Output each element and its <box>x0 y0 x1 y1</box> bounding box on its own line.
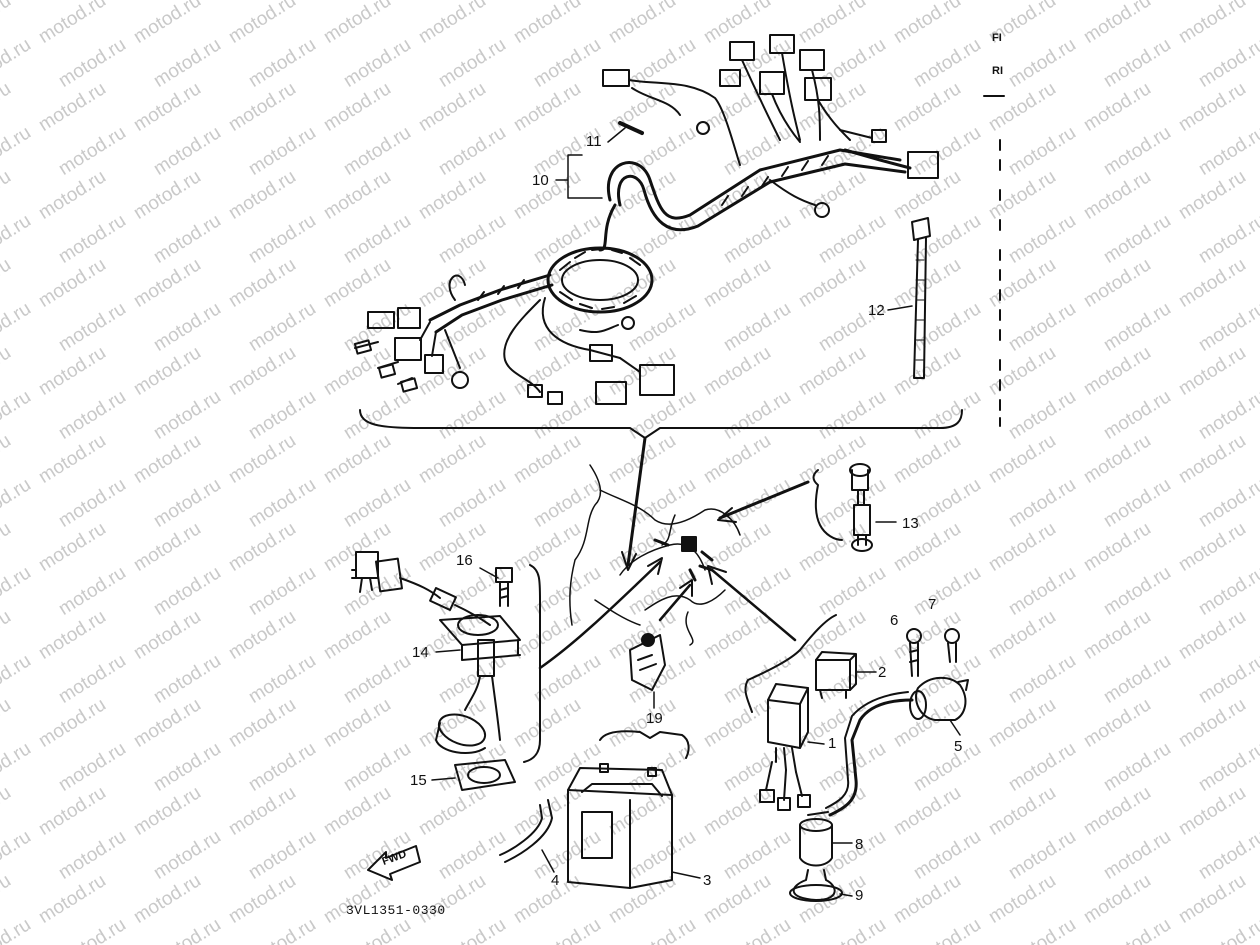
callout-4: 4 <box>551 872 560 889</box>
fuel-sender <box>351 551 521 755</box>
callout-12: 12 <box>868 302 885 319</box>
fwd-arrow <box>367 845 421 881</box>
leader-19 <box>658 583 692 622</box>
gasket-15 <box>431 759 516 791</box>
plug-cover <box>789 869 853 902</box>
callout-6: 6 <box>890 612 899 629</box>
ignition-coil <box>825 676 969 817</box>
cable-tie <box>887 217 931 379</box>
reference-code: 3VL1351-0330 <box>346 903 446 918</box>
callout-2: 2 <box>878 664 887 681</box>
callout-7: 7 <box>928 596 937 613</box>
harness-bracket <box>359 409 963 439</box>
edge-fragment-2: RI <box>992 65 1003 77</box>
harness-leader <box>626 436 647 567</box>
frame-outline <box>569 464 741 646</box>
screw-16 <box>479 567 513 607</box>
leader-13 <box>718 480 810 520</box>
relay-19 <box>629 633 666 709</box>
callout-3: 3 <box>703 872 712 889</box>
breather-hose <box>499 799 555 873</box>
callout-10: 10 <box>532 172 549 189</box>
callout-14: 14 <box>412 644 429 661</box>
callout-8: 8 <box>855 836 864 853</box>
screw-7 <box>944 628 960 663</box>
callout-15: 15 <box>410 772 427 789</box>
edge-fragment-1: FI <box>992 32 1002 44</box>
callout-9: 9 <box>855 887 864 904</box>
callout-5: 5 <box>954 738 963 755</box>
leader-14 <box>538 560 662 670</box>
callout-11: 11 <box>586 133 602 150</box>
leader-relay <box>710 568 797 642</box>
battery <box>567 763 701 889</box>
callout-16: 16 <box>456 552 473 569</box>
wire-harness <box>353 34 939 405</box>
relay-2 <box>815 651 877 699</box>
plug-cap <box>799 811 853 867</box>
frame-components <box>653 536 714 582</box>
callout-19: 19 <box>646 710 663 727</box>
callout-13: 13 <box>902 515 919 532</box>
cdi-unit <box>759 683 825 811</box>
fuse-holder <box>849 463 897 552</box>
callout-1: 1 <box>828 735 837 752</box>
screw-6 <box>906 628 922 677</box>
